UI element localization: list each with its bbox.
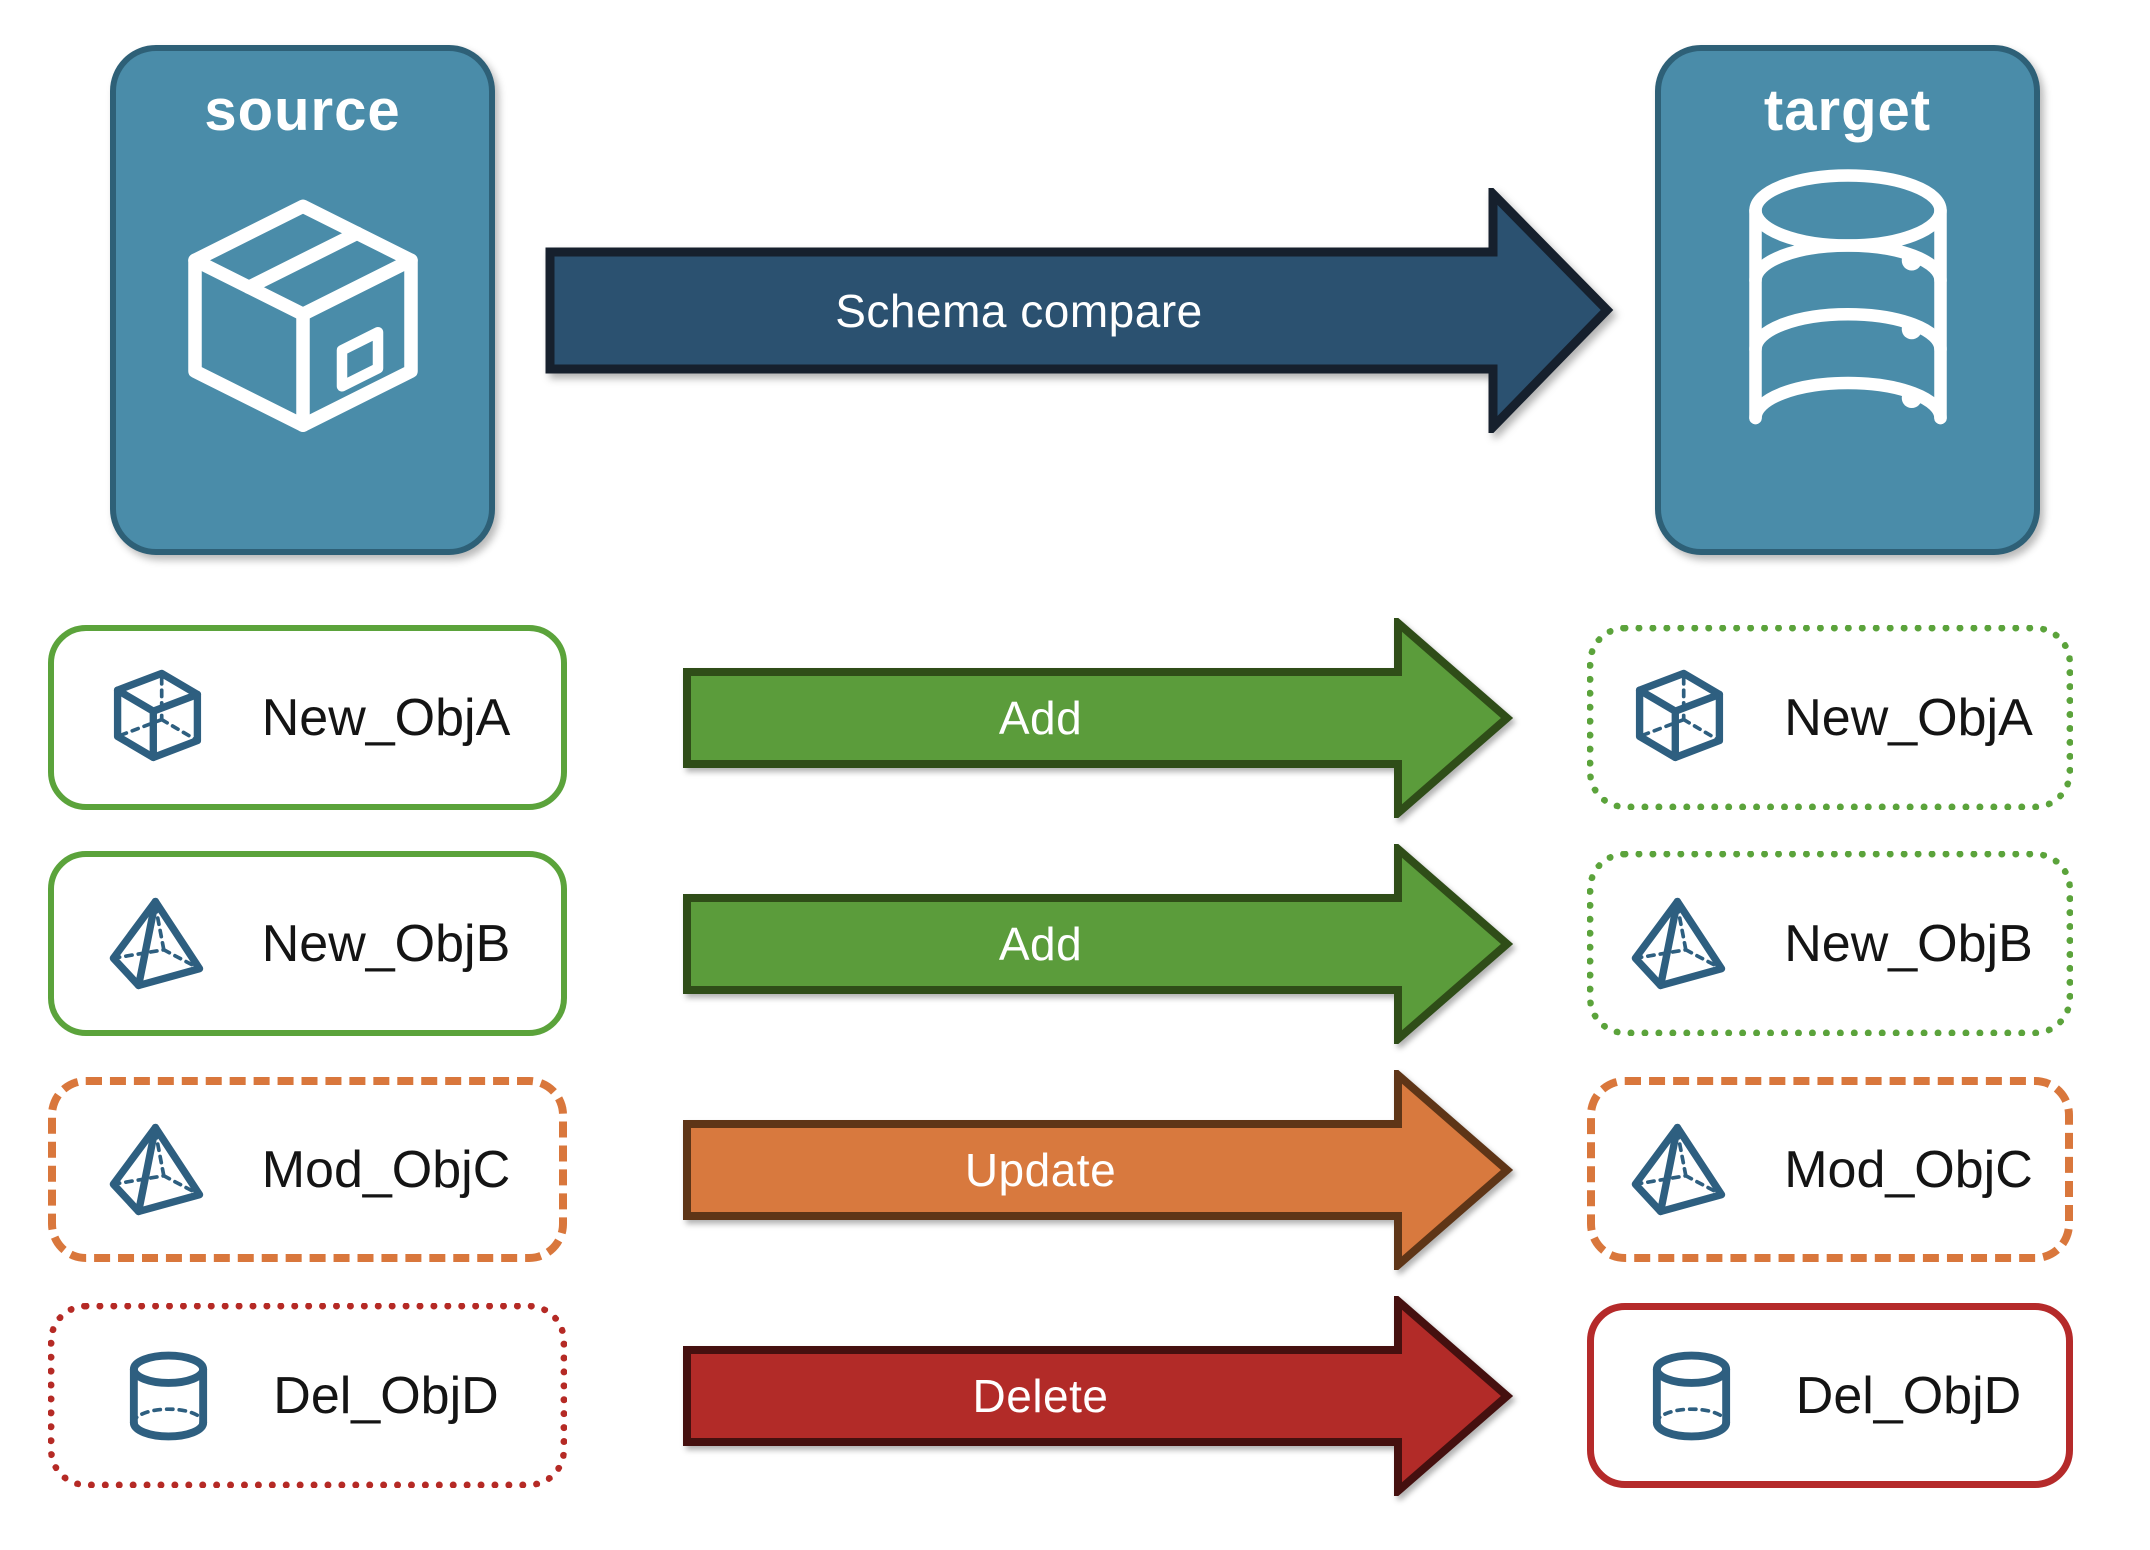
object-label: Mod_ObjC — [1784, 1140, 2033, 1199]
package-icon — [187, 199, 418, 432]
add-arrow-label-row1: Add — [998, 918, 1083, 970]
pyramid-icon — [1631, 897, 1726, 990]
cube-icon — [113, 669, 201, 762]
object-label: New_ObjA — [1784, 688, 2033, 747]
cube-icon — [1636, 669, 1724, 762]
source-object-del-objd: Del_ObjD — [48, 1303, 567, 1488]
target-object-mod-objc: Mod_ObjC — [1587, 1077, 2073, 1262]
object-label: New_ObjA — [261, 688, 511, 747]
cylinder-icon — [1652, 1351, 1730, 1441]
add-arrow-row0 — [683, 618, 1513, 818]
add-arrow-label-row0: Add — [998, 692, 1083, 744]
schema-compare-label: Schema compare — [835, 284, 1203, 337]
source-title: source — [204, 78, 401, 143]
pyramid-icon — [109, 1123, 203, 1216]
pyramid-icon — [109, 897, 203, 990]
object-label: New_ObjB — [1784, 914, 2033, 973]
cylinder-icon — [130, 1351, 208, 1441]
target-object-del-objd: Del_ObjD — [1587, 1303, 2073, 1488]
target-object-new-obja: New_ObjA — [1587, 625, 2073, 810]
target-title: target — [1763, 78, 1932, 143]
target-node: target — [1655, 45, 2040, 555]
object-label: Del_ObjD — [1795, 1366, 2022, 1425]
source-node: source — [110, 45, 495, 555]
add-arrow-row1 — [683, 844, 1513, 1044]
source-object-mod-objc: Mod_ObjC — [48, 1077, 567, 1262]
update-arrow-label: Update — [964, 1144, 1117, 1196]
object-label: Mod_ObjC — [261, 1140, 511, 1199]
database-icon — [1748, 169, 1947, 425]
update-arrow — [683, 1070, 1513, 1270]
target-object-new-objb: New_ObjB — [1587, 851, 2073, 1036]
object-label: New_ObjB — [261, 914, 511, 973]
source-object-new-obja: New_ObjA — [48, 625, 567, 810]
delete-arrow-label: Delete — [972, 1370, 1109, 1422]
pyramid-icon — [1631, 1123, 1726, 1216]
source-object-new-objb: New_ObjB — [48, 851, 567, 1036]
schema-compare-arrow — [545, 188, 1614, 433]
object-label: Del_ObjD — [273, 1366, 499, 1425]
delete-arrow — [683, 1296, 1513, 1496]
